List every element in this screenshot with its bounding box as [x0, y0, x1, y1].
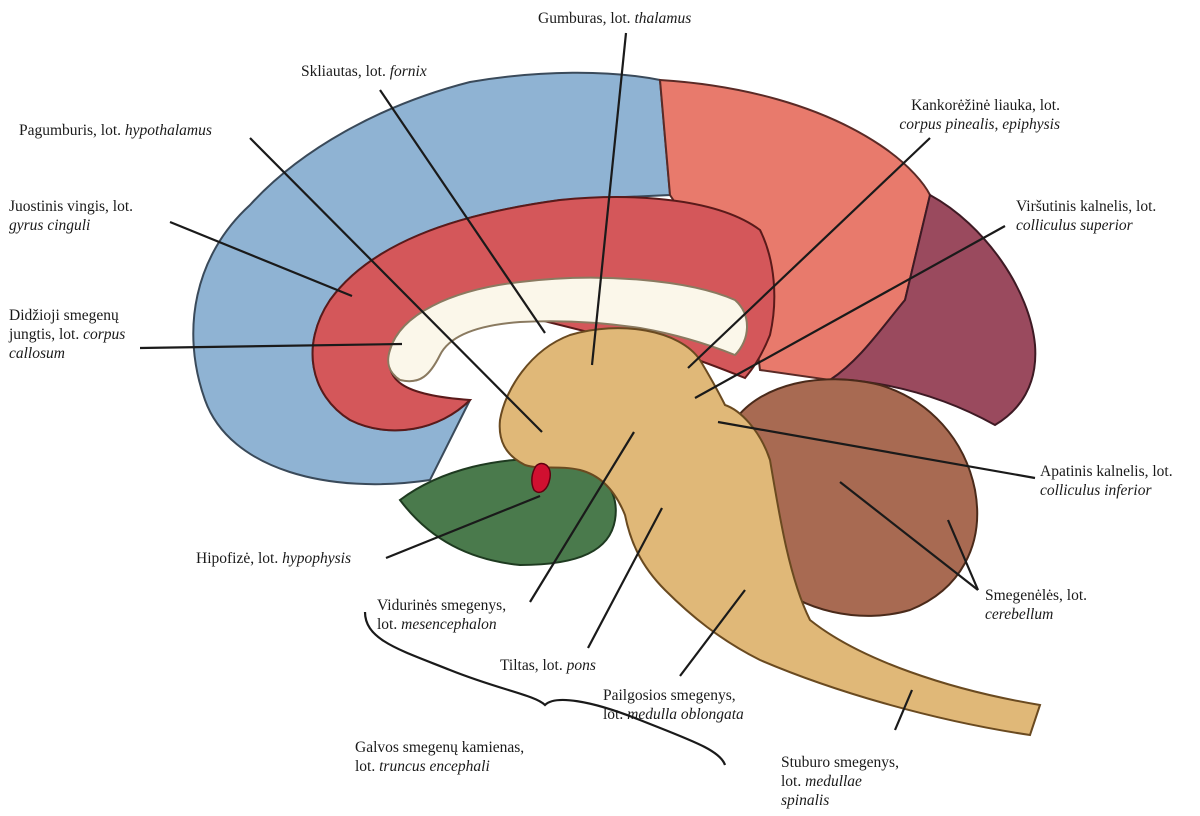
label-pons-name: Tiltas, lot. [500, 657, 563, 674]
occipital-cortex [826, 193, 1037, 427]
label-hypophysis-latin: hypophysis [282, 550, 351, 567]
leader-cerebellum-b [946, 519, 980, 591]
label-pineal-latin: corpus pinealis, epiphysis [899, 116, 1060, 133]
corpus-callosum [387, 276, 748, 383]
label-brainstem: Galvos smegenų kamienas, lot. truncus en… [355, 738, 524, 776]
leader-corpus-callosum [139, 342, 403, 350]
label-spinal-cord-prefix: lot. [781, 773, 802, 790]
label-cerebellum-latin: cerebellum [985, 606, 1054, 623]
label-colliculus-superior-latin: colliculus superior [1016, 217, 1133, 234]
leader-colliculus-superior [694, 225, 1006, 399]
label-pons-latin: pons [566, 657, 596, 674]
leader-cingulate [169, 220, 353, 298]
label-corpus-callosum-latin-b: callosum [9, 345, 65, 362]
leader-hypophysis [385, 494, 541, 560]
label-colliculus-superior-name: Viršutinis kalnelis, lot. [1016, 198, 1157, 215]
label-medulla-oblongata: Pailgosios smegenys, lot. medulla oblong… [603, 686, 744, 724]
label-cingulate-latin: gyrus cinguli [9, 217, 91, 234]
label-colliculus-inferior-latin: colliculus inferior [1040, 482, 1152, 499]
label-thalamus-name: Gumburas, lot. [538, 10, 631, 27]
label-hypophysis-name: Hipofizė, lot. [196, 550, 279, 567]
label-hypothalamus-name: Pagumburis, lot. [19, 122, 122, 139]
label-corpus-callosum: Didžioji smegenų jungtis, lot. corpus ca… [9, 306, 125, 363]
label-hypothalamus: Pagumburis, lot. hypothalamus [19, 121, 212, 140]
label-mesencephalon-latin: mesencephalon [401, 616, 497, 633]
label-corpus-callosum-latin-a: corpus [83, 326, 126, 343]
label-brainstem-name: Galvos smegenų kamienas, [355, 739, 525, 756]
label-fornix: Skliautas, lot. fornix [301, 62, 427, 81]
label-mesencephalon-name: Vidurinės smegenys, [377, 597, 507, 614]
hypophysis [531, 462, 551, 494]
label-pineal: Kankorėžinė liauka, lot. corpus pinealis… [845, 96, 1060, 134]
label-colliculus-superior: Viršutinis kalnelis, lot. colliculus sup… [1016, 197, 1156, 235]
label-thalamus-latin: thalamus [634, 10, 692, 27]
leader-lines [139, 32, 1036, 766]
label-colliculus-inferior: Apatinis kalnelis, lot. colliculus infer… [1040, 462, 1173, 500]
label-medulla-oblongata-name: Pailgosios smegenys, [603, 687, 736, 704]
label-brainstem-prefix: lot. [355, 758, 376, 775]
label-cingulate: Juostinis vingis, lot. gyrus cinguli [9, 197, 133, 235]
label-pineal-name: Kankorėžinė liauka, lot. [911, 97, 1060, 114]
label-hypothalamus-latin: hypothalamus [124, 122, 212, 139]
leader-medulla [679, 589, 746, 677]
label-spinal-cord: Stuburo smegenys, lot. medullae spinalis [781, 753, 899, 810]
leader-spinal-cord [893, 689, 914, 731]
label-fornix-name: Skliautas, lot. [301, 63, 386, 80]
label-medulla-oblongata-prefix: lot. [603, 706, 624, 723]
label-colliculus-inferior-name: Apatinis kalnelis, lot. [1040, 463, 1173, 480]
label-hypophysis: Hipofizė, lot. hypophysis [196, 549, 351, 568]
label-spinal-cord-latin-b: spinalis [781, 792, 830, 809]
label-thalamus: Gumburas, lot. thalamus [538, 9, 691, 28]
temporal-lobe [398, 458, 617, 567]
brainstem [498, 327, 1042, 737]
leader-hypothalamus [249, 137, 543, 433]
label-cerebellum-name: Smegenėlės, lot. [985, 587, 1088, 604]
label-corpus-callosum-line2: jungtis, lot. [9, 326, 80, 343]
leader-pons [587, 507, 663, 649]
label-mesencephalon-prefix: lot. [377, 616, 398, 633]
label-brainstem-latin: truncus encephali [379, 758, 490, 775]
leader-thalamus [590, 32, 628, 366]
leader-cerebellum-a [839, 481, 979, 591]
label-mesencephalon: Vidurinės smegenys, lot. mesencephalon [377, 596, 506, 634]
leader-pineal [687, 137, 931, 369]
brainstem-bracket [363, 611, 727, 766]
label-corpus-callosum-line1: Didžioji smegenų [9, 307, 119, 324]
label-spinal-cord-latin-a: medullae [805, 773, 862, 790]
label-cerebellum: Smegenėlės, lot. cerebellum [985, 586, 1087, 624]
leader-mesencephalon [529, 431, 635, 603]
label-spinal-cord-name: Stuburo smegenys, [781, 754, 899, 771]
label-medulla-oblongata-latin: medulla oblongata [627, 706, 744, 723]
label-pons: Tiltas, lot. pons [500, 656, 596, 675]
label-cingulate-name: Juostinis vingis, lot. [9, 198, 134, 215]
leader-fornix [379, 89, 546, 334]
leader-colliculus-inferior [717, 420, 1036, 480]
label-fornix-latin: fornix [389, 63, 427, 80]
